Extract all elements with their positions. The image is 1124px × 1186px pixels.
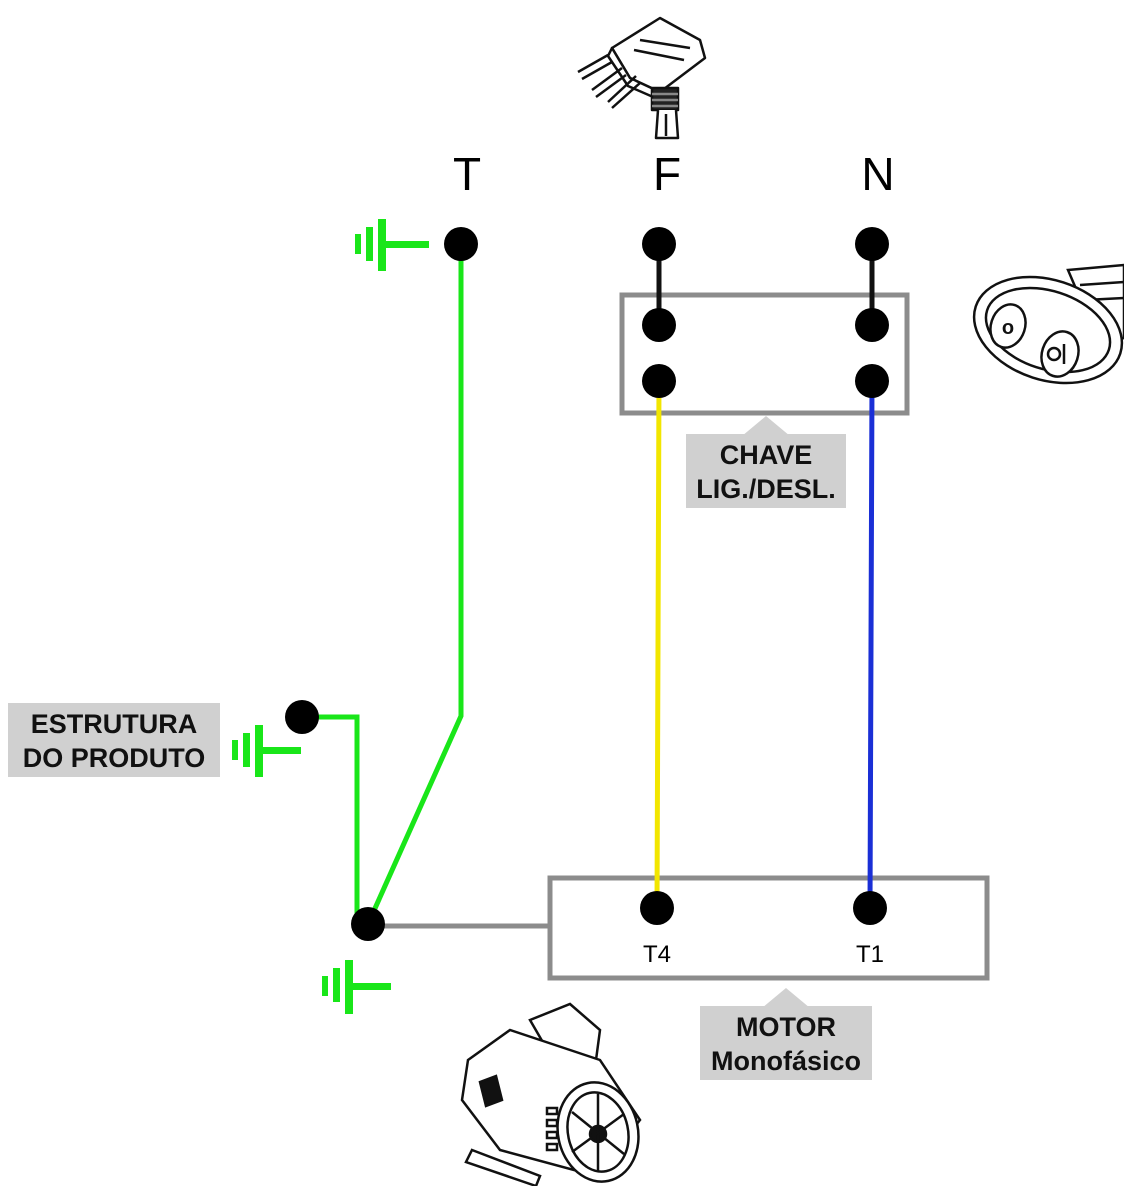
switch-label-bg bbox=[686, 434, 846, 508]
structure-label-line2: DO PRODUTO bbox=[23, 743, 206, 773]
motor-dot-t4 bbox=[640, 891, 674, 925]
structure-dot bbox=[285, 700, 319, 734]
structure-label-bg bbox=[8, 703, 220, 777]
switch-dot-f-out bbox=[642, 364, 676, 398]
motor-terminal-label-t1: T1 bbox=[856, 941, 884, 968]
ground-icon bbox=[355, 219, 429, 271]
structure-label-line1: ESTRUTURA bbox=[31, 709, 198, 739]
motor-label-line2: Monofásico bbox=[711, 1046, 861, 1076]
motor-icon bbox=[460, 1002, 642, 1186]
motor-box-pointer bbox=[762, 988, 810, 1008]
ground-wire-structure bbox=[299, 714, 360, 927]
neutral-wire-blue bbox=[867, 378, 875, 911]
ground-junction-dot bbox=[351, 907, 385, 941]
svg-text:o: o bbox=[1002, 317, 1014, 339]
plug-icon bbox=[577, 16, 707, 140]
motor-label-bg bbox=[700, 1006, 872, 1080]
switch-box-pointer bbox=[742, 416, 790, 436]
phase-wire-yellow bbox=[654, 378, 662, 911]
terminal-label-n: N bbox=[861, 148, 894, 200]
terminal-dot-t bbox=[444, 227, 478, 261]
terminal-dot-f bbox=[642, 227, 676, 261]
terminal-label-f: F bbox=[653, 148, 681, 200]
ground-icon bbox=[232, 725, 301, 777]
switch-label-line1: CHAVE bbox=[720, 440, 813, 470]
switch-icon: o bbox=[972, 263, 1124, 385]
switch-dot-n-in bbox=[855, 308, 889, 342]
switch-label-line2: LIG./DESL. bbox=[696, 474, 836, 504]
motor-terminal-label-t4: T4 bbox=[643, 941, 671, 968]
terminal-dots bbox=[285, 227, 889, 941]
motor-box bbox=[547, 875, 990, 981]
terminal-label-t: T bbox=[453, 148, 481, 200]
motor-dot-t1 bbox=[853, 891, 887, 925]
switch-box bbox=[619, 292, 910, 416]
ground-wire-main bbox=[365, 241, 464, 927]
motor-label-line1: MOTOR bbox=[736, 1012, 836, 1042]
terminal-dot-n bbox=[855, 227, 889, 261]
switch-dot-n-out bbox=[855, 364, 889, 398]
ground-icon bbox=[322, 960, 391, 1014]
wires bbox=[299, 241, 875, 929]
switch-dot-f-in bbox=[642, 308, 676, 342]
